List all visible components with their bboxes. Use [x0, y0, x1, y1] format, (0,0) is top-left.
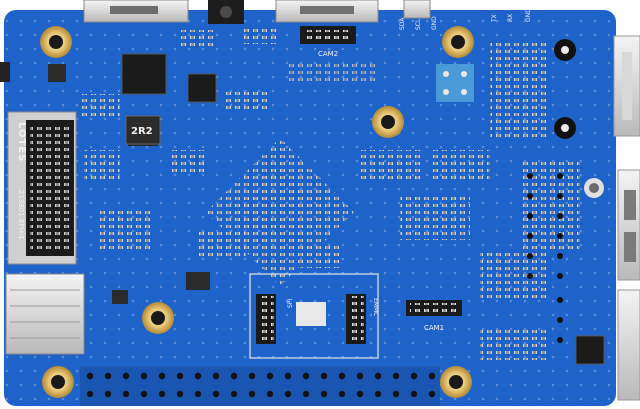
smd-components: [80, 28, 580, 360]
top-hdmi-connector: [275, 0, 379, 23]
cam1-connector: CAM1: [406, 300, 462, 332]
audio-jack: [208, 0, 244, 24]
gpio-header: [80, 366, 440, 406]
uart-rx-label: RX: [507, 14, 514, 22]
cam2-label: CAM2: [318, 50, 338, 58]
right-usb-stack: [613, 35, 640, 137]
spi-label: SPI: [287, 299, 294, 308]
uart-tx-label: TX: [491, 14, 498, 23]
m2-slot: LOTES 213801 EPH-1: [7, 111, 77, 265]
emmc-label: EMMC: [372, 298, 379, 316]
side-button: [0, 62, 10, 82]
speaker-pads: [554, 39, 604, 198]
cam1-label: CAM1: [424, 324, 444, 332]
ic-chips: [48, 53, 605, 365]
right-usb-ports: [617, 169, 640, 281]
top-usb-connector: [83, 0, 189, 23]
inductor-2r2: 2R2: [125, 115, 161, 145]
svg-text:SCL: SCL: [415, 18, 422, 30]
uart-header: TX RX GND: [436, 8, 532, 102]
microsd-slot: [5, 273, 85, 355]
lotes-label: LOTES: [16, 122, 27, 162]
mounting-holes: [40, 26, 474, 398]
ethernet-port: [617, 289, 640, 401]
side-labels: SDA SCL GND: [399, 16, 438, 30]
right-pad-column: [527, 173, 563, 343]
svg-text:SDA: SDA: [399, 17, 406, 30]
antenna-jack: [403, 0, 431, 19]
emmc-spi-module: SPI EMMC: [249, 273, 379, 359]
svg-text:GND: GND: [431, 16, 438, 30]
m2-part-number: 213801 EPH-1: [17, 190, 25, 240]
cam2-connector: CAM2: [300, 26, 356, 58]
svg-text:2R2: 2R2: [131, 126, 153, 137]
uart-gnd-label: GND: [525, 8, 532, 22]
